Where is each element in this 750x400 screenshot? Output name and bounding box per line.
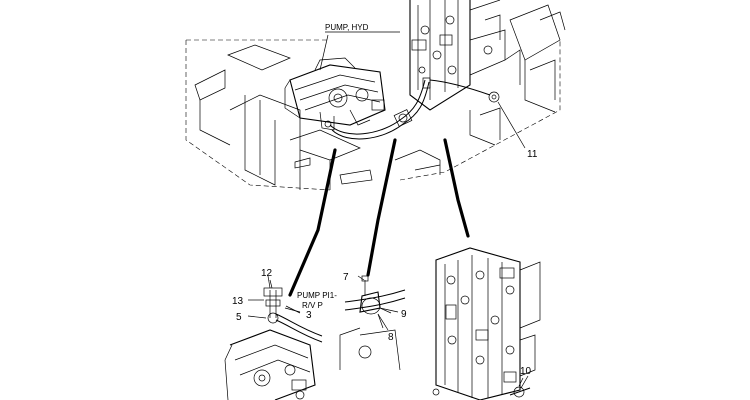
callout-3: 3 (306, 310, 312, 321)
callout-11: 11 (527, 149, 538, 160)
callout-8: 8 (388, 332, 394, 343)
upper-frame (185, 4, 566, 191)
detail-control-valve (432, 247, 541, 400)
callout-10: 10 (520, 366, 532, 377)
detail-pointers (288, 138, 470, 297)
leader-lines (319, 31, 526, 149)
detail-clamp (339, 275, 406, 371)
pump-hyd-label: PUMP, HYD (325, 23, 369, 32)
callout-5: 5 (236, 312, 242, 323)
control-valve-top (409, 0, 506, 111)
detail-pump-fittings (224, 279, 323, 400)
pilot-tube (329, 77, 500, 140)
detail-leaders (267, 275, 529, 389)
callout-7: 7 (343, 272, 349, 283)
callout-12: 12 (261, 268, 273, 279)
hydraulic-pump (284, 57, 386, 131)
pump-pi1-label-line1: PUMP PI1- (297, 291, 337, 300)
callout-9: 9 (401, 309, 407, 320)
callout-13: 13 (232, 296, 244, 307)
pump-pi1-label-line2: R/V P (302, 301, 323, 310)
